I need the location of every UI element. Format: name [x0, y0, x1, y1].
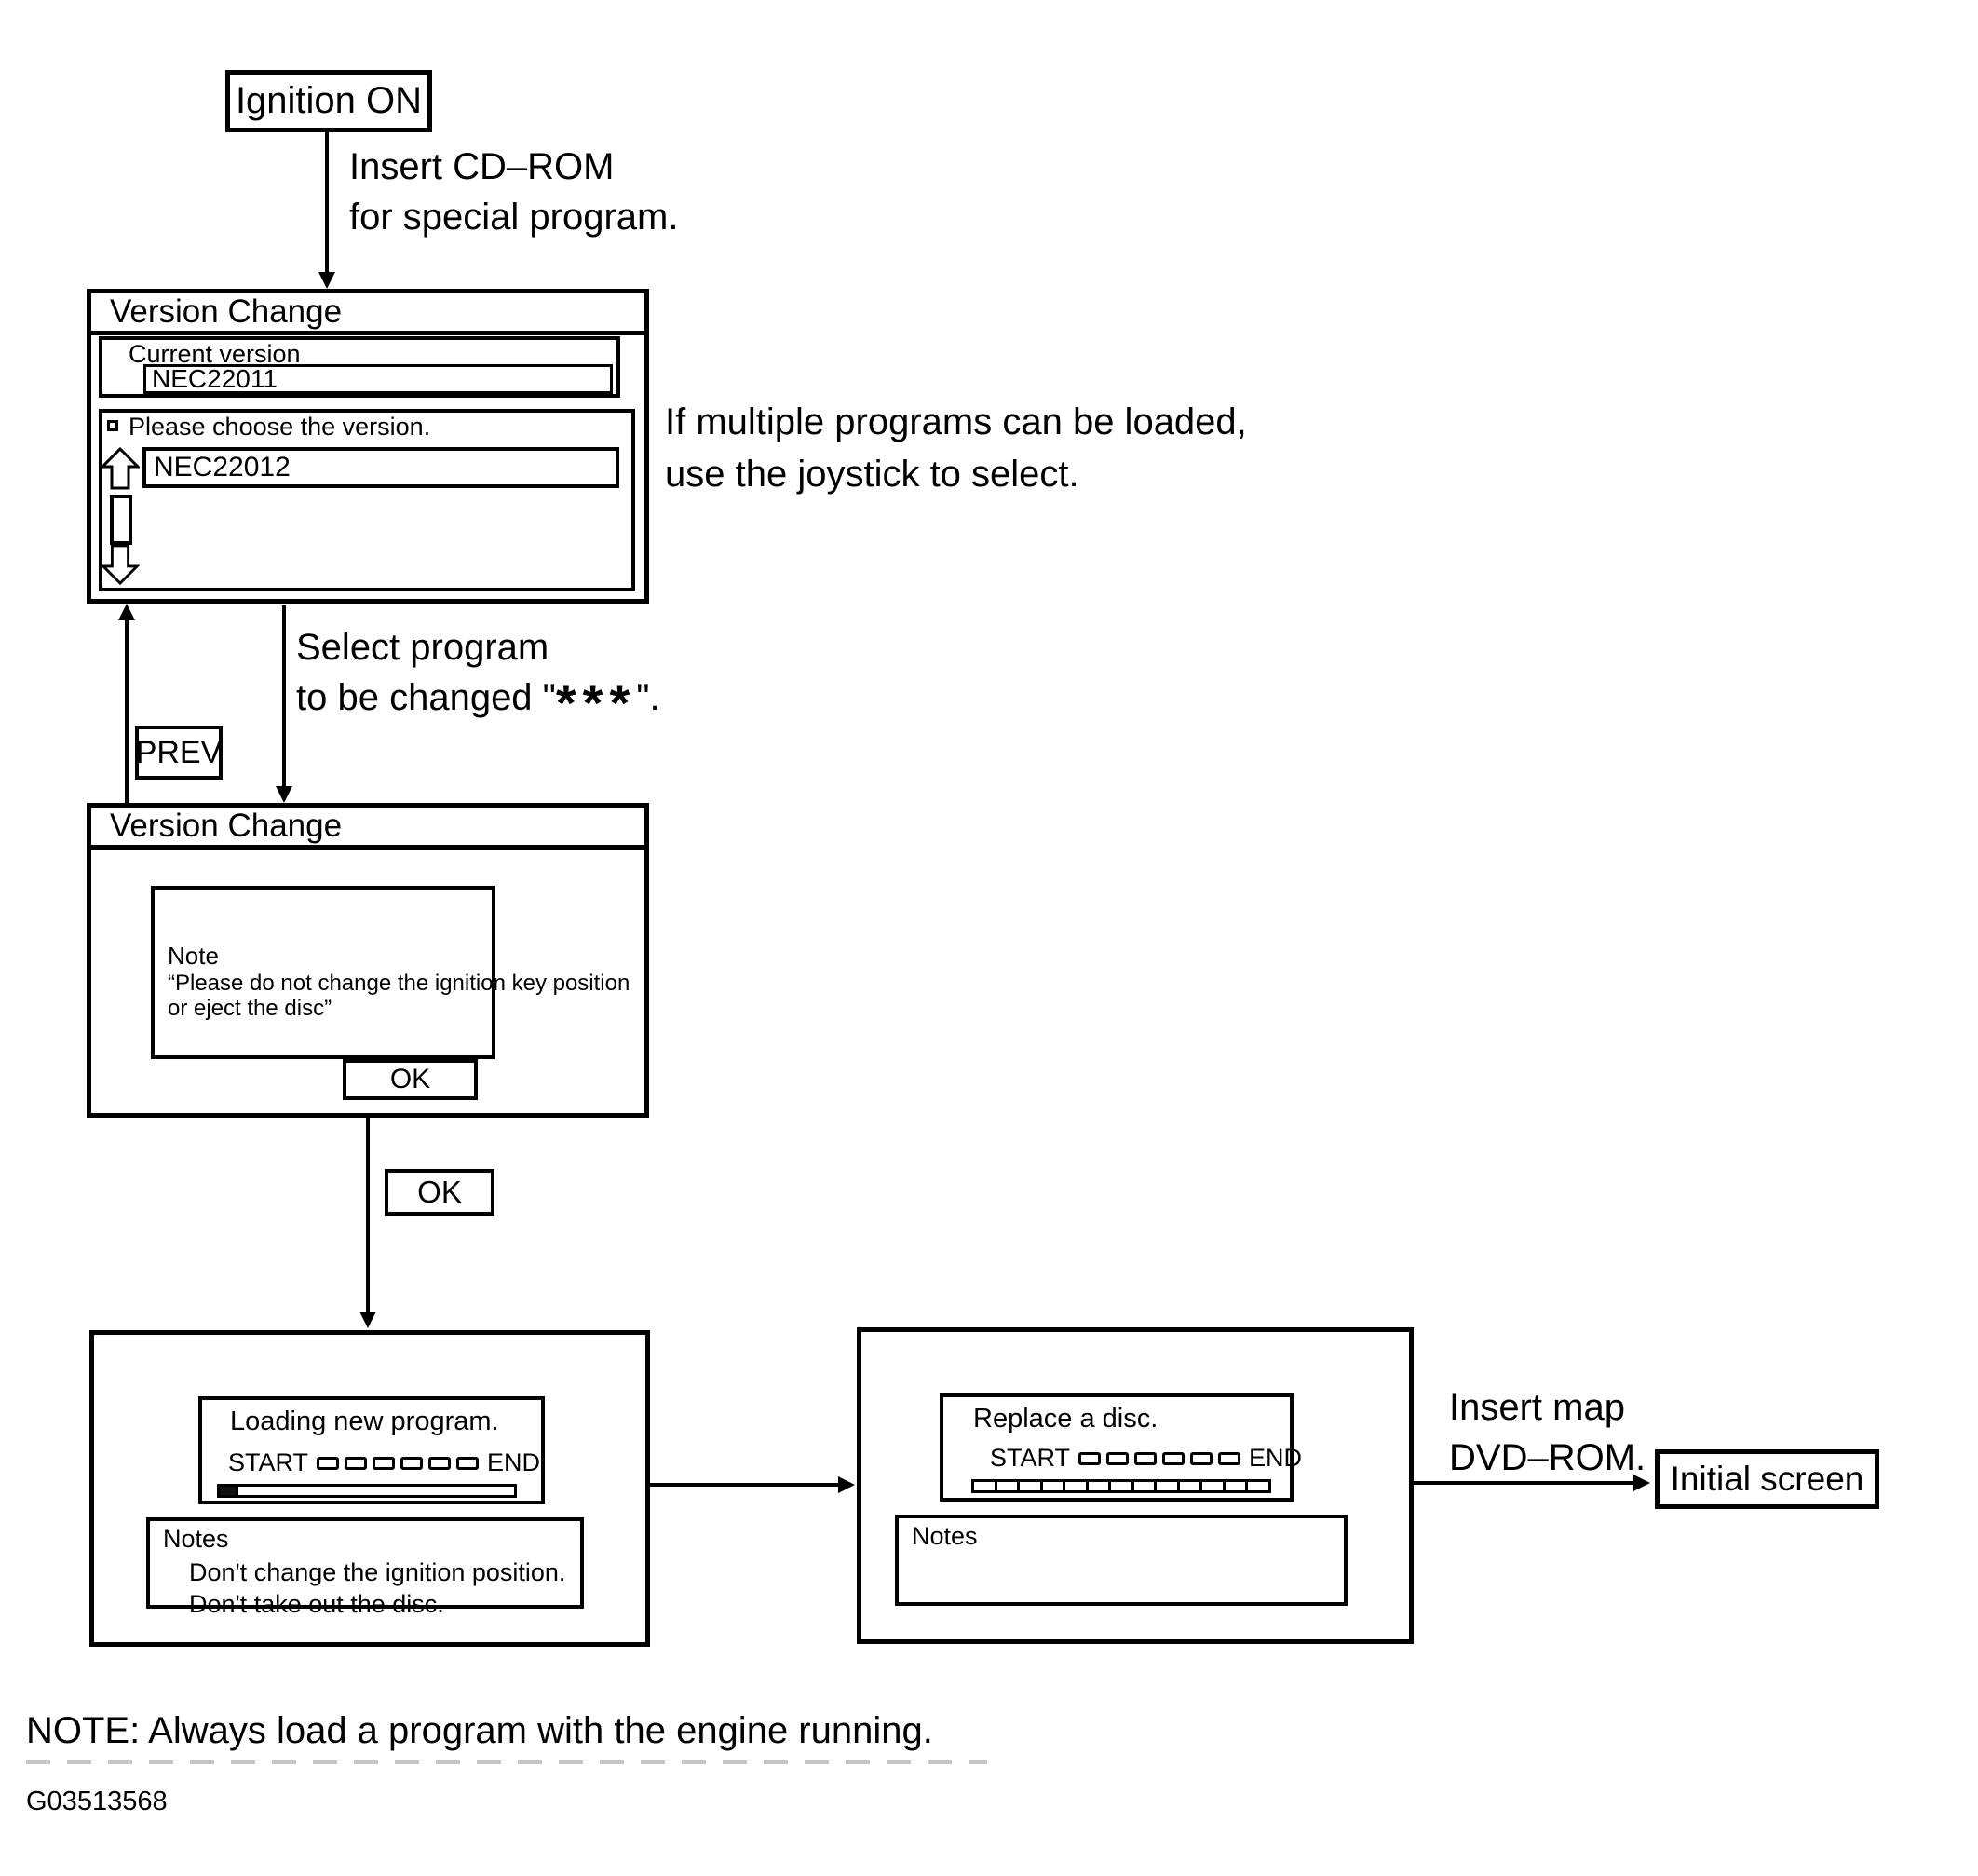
arrow-replace-to-initial	[1414, 1481, 1637, 1485]
arrowhead-down-icon	[359, 1312, 376, 1328]
end-label: END	[487, 1448, 541, 1476]
bar-segment	[1248, 1482, 1268, 1490]
bar-segment	[997, 1482, 1021, 1490]
step-cell	[373, 1456, 396, 1470]
arrow-vc2-to-vc1	[125, 616, 129, 803]
replace-progress-steps: START END	[990, 1444, 1302, 1473]
replace-inner-box: Replace a disc. START END	[940, 1393, 1302, 1502]
arrowhead-up-icon	[118, 604, 135, 620]
current-version-label: Current version	[129, 340, 301, 368]
joystick-note: If multiple programs can be loaded, use …	[665, 401, 1247, 495]
arrowhead-down-icon	[318, 272, 335, 289]
bullet-square-icon	[107, 420, 118, 431]
start-label: START	[990, 1444, 1071, 1472]
node-initial-screen: Initial screen	[1655, 1449, 1879, 1509]
asterisks: ***	[555, 673, 637, 732]
dialog-ok-button: OK	[343, 1059, 478, 1100]
loading-notes-box: Notes Don't change the ignition position…	[146, 1517, 584, 1618]
version-change-window-2: Version Change Note “Please do not chang…	[87, 803, 649, 1118]
insert-dvd-label: Insert map DVD–ROM.	[1449, 1387, 1646, 1478]
scan-artifact-line	[26, 1760, 987, 1764]
step-cell	[456, 1456, 480, 1470]
bar-segment	[1111, 1482, 1134, 1490]
bar-segment	[1157, 1482, 1180, 1490]
bar-segment	[1043, 1482, 1066, 1490]
arrow-ignition-to-vc1	[325, 131, 329, 276]
step-cell	[1162, 1451, 1185, 1465]
choose-version-group: Please choose the version. NEC22012	[99, 409, 635, 591]
loading-progress-bar	[217, 1484, 517, 1498]
choose-version-prompt: Please choose the version.	[129, 413, 431, 441]
step-cells	[1078, 1451, 1241, 1465]
arrow-vc2-to-loading	[366, 1118, 370, 1313]
step-cell	[1218, 1451, 1241, 1465]
down-arrow-icon	[101, 544, 140, 585]
up-arrow-icon	[101, 447, 140, 490]
replace-progress-bar	[971, 1479, 1271, 1493]
window2-title: Version Change	[91, 808, 644, 850]
version-change-window-1: Version Change Current version NEC22011 …	[87, 289, 649, 604]
bar-segment	[974, 1482, 997, 1490]
step-cell	[1190, 1451, 1213, 1465]
arrow-vc1-to-vc2	[282, 605, 286, 788]
ignition-on-label: Ignition ON	[235, 80, 423, 121]
node-ignition-on: Ignition ON	[225, 70, 432, 132]
step-cell	[428, 1456, 452, 1470]
progress-fill	[220, 1487, 238, 1495]
replace-title: Replace a disc.	[973, 1404, 1158, 1434]
step-cell	[400, 1456, 424, 1470]
note-dialog: Note “Please do not change the ignition …	[151, 886, 630, 1059]
start-label: START	[228, 1448, 309, 1476]
figure-code: G03513568	[26, 1787, 168, 1816]
selected-version-field: NEC22012	[142, 447, 619, 488]
arrowhead-right-icon	[1633, 1475, 1650, 1491]
window1-title: Version Change	[91, 293, 644, 335]
loading-window: Loading new program. START END Notes Don…	[89, 1330, 650, 1647]
prev-button: PREV	[135, 726, 223, 780]
scroll-track	[110, 495, 132, 545]
note-dialog-text: Note “Please do not change the ignition …	[168, 942, 630, 1021]
notes-title: Notes	[912, 1522, 978, 1550]
step-cell	[317, 1456, 340, 1470]
bar-segment	[1202, 1482, 1226, 1490]
step-cell	[1106, 1451, 1130, 1465]
end-label: END	[1249, 1444, 1303, 1472]
arrowhead-down-icon	[276, 786, 292, 803]
arrow-loading-to-replace	[650, 1483, 842, 1487]
select-program-label: Select program to be changed "***".	[296, 627, 660, 732]
ok-step-label: OK	[385, 1169, 494, 1216]
footer-note: NOTE: Always load a program with the eng…	[26, 1710, 933, 1751]
bar-segment	[1065, 1482, 1089, 1490]
step-cell	[345, 1456, 368, 1470]
replace-window: Replace a disc. START END Notes	[857, 1327, 1414, 1644]
bar-segment	[1226, 1482, 1249, 1490]
loading-title: Loading new program.	[230, 1407, 499, 1436]
note-title: Note	[168, 942, 219, 970]
notes-title: Notes	[163, 1525, 229, 1553]
bar-segment	[1020, 1482, 1043, 1490]
bar-segment	[1134, 1482, 1158, 1490]
arrowhead-right-icon	[838, 1476, 855, 1493]
insert-cdrom-label: Insert CD–ROM for special program.	[349, 146, 679, 238]
loading-inner-box: Loading new program. START END	[198, 1396, 545, 1504]
step-cell	[1134, 1451, 1158, 1465]
bar-segment	[1180, 1482, 1203, 1490]
bar-segment	[1089, 1482, 1112, 1490]
replace-notes-box: Notes	[895, 1515, 1348, 1606]
current-version-group: Current version NEC22011	[99, 336, 620, 398]
step-cell	[1078, 1451, 1102, 1465]
loading-progress-steps: START END	[228, 1448, 540, 1477]
step-cells	[317, 1456, 480, 1470]
current-version-field: NEC22011	[143, 364, 613, 394]
